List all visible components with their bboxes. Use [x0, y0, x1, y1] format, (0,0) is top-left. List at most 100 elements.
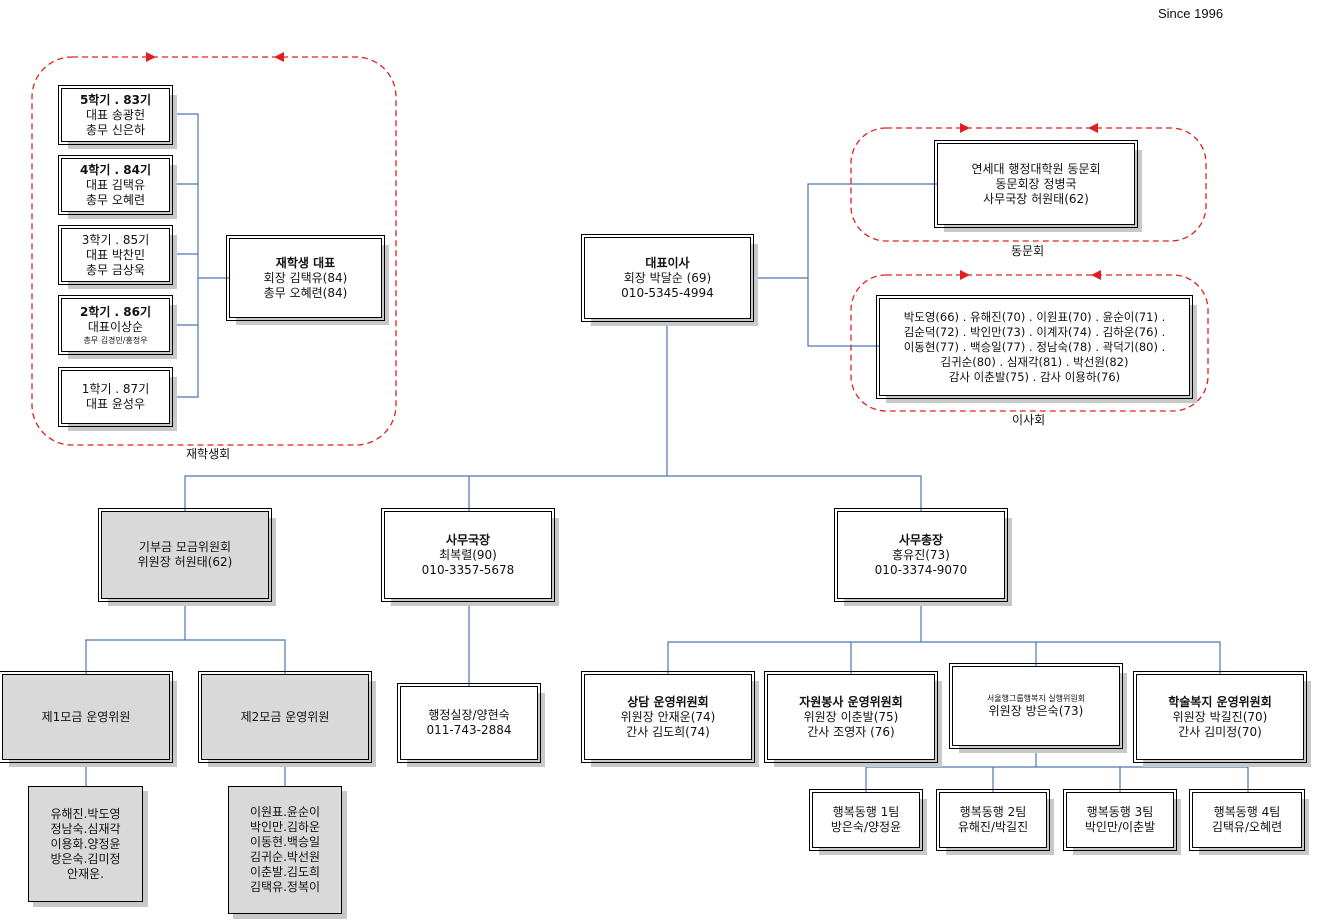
- secretary-general-office-box: 사무국장 최복렬(90) 010-3357-5678: [381, 508, 555, 602]
- admin-office-phone: 011-743-2884: [426, 723, 512, 737]
- member-line: 방은숙.김미정: [50, 851, 121, 866]
- board-box: 박도영(66) . 유해진(70) . 이원표(70) . 윤순이(71) . …: [876, 295, 1193, 399]
- donation-committee-chair: 위원장 허원태(62): [137, 555, 233, 569]
- member-line: 이춘발.김도희: [249, 865, 321, 879]
- semester-2-box: 2학기 . 86기 대표이상순 총무 김경민/홍정우: [58, 295, 173, 355]
- since-label: Since 1996: [1158, 6, 1224, 21]
- director-line: 김귀순(80) . 심재각(81) . 박선원(82): [940, 354, 1129, 369]
- arrow-right-icon: [960, 123, 970, 133]
- semester-secretary: 총무 신은하: [85, 122, 145, 137]
- committee-secretary: 간사 조영자 (76): [807, 724, 895, 739]
- member-line: 안재운.: [67, 866, 104, 881]
- fund1-box: 제1모금 운영위원: [0, 671, 173, 763]
- semester-secretary: 총무 금상욱: [85, 262, 145, 277]
- secgeneral-title: 사무총장: [898, 532, 944, 547]
- happy-companion-committee-box: 서울행그룹행복지 실행위원회 위원장 방은숙(73): [949, 663, 1123, 749]
- committee-chair: 위원장 이춘발(75): [803, 709, 899, 724]
- committee-chair: 위원장 방은숙(73): [988, 704, 1084, 718]
- board-group-frame: [850, 274, 1209, 412]
- semester-1-box: 1학기 . 87기 대표 윤성우: [58, 367, 173, 427]
- student-rep-secretary: 총무 오혜련(84): [263, 285, 348, 300]
- member-line: 유해진.박도영: [50, 806, 121, 821]
- secgeneral-name: 홍유진(73): [892, 547, 950, 562]
- member-line: 김택유.정복이: [249, 880, 321, 894]
- board-group-label: 이사회: [1012, 413, 1046, 427]
- team-members: 박인만/이춘발: [1084, 820, 1156, 834]
- auditor-line: 감사 이춘발(75) . 감사 이용하(76): [948, 369, 1121, 384]
- arrow-left-icon: [1088, 123, 1098, 133]
- member-line: 이원표.윤순이: [249, 805, 321, 819]
- team-members: 방은숙/양정윤: [830, 820, 902, 834]
- arrow-left-icon: [1091, 270, 1101, 280]
- team-name: 행복동행 3팀: [1086, 805, 1154, 819]
- ceo-phone: 010-5345-4994: [621, 285, 714, 300]
- ceo-box: 대표이사 회장 박달순 (69) 010-5345-4994: [581, 234, 754, 322]
- semester-rep: 대표이상순: [87, 319, 144, 334]
- alumni-org: 연세대 행정대학원 동문회: [971, 161, 1101, 176]
- counseling-committee-box: 상담 운영위원회 위원장 안재운(74) 간사 김도희(74): [581, 671, 755, 763]
- semester-title: 1학기 . 87기: [81, 382, 150, 396]
- secretary-phone: 010-3357-5678: [421, 562, 515, 577]
- committee-title: 학술복지 운영위원회: [1168, 694, 1272, 709]
- semester-rep: 대표 송광헌: [85, 107, 145, 122]
- director-line: 김순덕(72) . 박인만(73) . 이계자(74) . 김하운(76) .: [903, 324, 1166, 339]
- semester-5-box: 5학기 . 83기 대표 송광헌 총무 신은하: [58, 85, 173, 145]
- student-rep-box: 재학생 대표 회장 김택유(84) 총무 오혜련(84): [226, 235, 385, 321]
- academic-welfare-committee-box: 학술복지 운영위원회 위원장 박길진(70) 간사 김미정(70): [1133, 671, 1307, 763]
- semester-rep: 대표 김택유: [85, 177, 145, 192]
- ceo-title: 대표이사: [645, 255, 690, 270]
- semester-secretary: 총무 오혜련: [85, 192, 145, 207]
- member-line: 김귀순.박선원: [249, 850, 321, 864]
- arrow-left-icon: [274, 52, 284, 62]
- semester-title: 5학기 . 83기: [79, 92, 152, 107]
- student-rep-title: 재학생 대표: [275, 255, 336, 270]
- committee-chair: 위원장 안재운(74): [620, 709, 716, 724]
- volunteer-committee-box: 자원봉사 운영위원회 위원장 이춘발(75) 간사 조영자 (76): [764, 671, 938, 763]
- arrow-right-icon: [960, 270, 970, 280]
- donation-committee-name: 기부금 모금위원회: [138, 540, 232, 554]
- semester-secretary: 총무 김경민/홍정우: [83, 335, 148, 345]
- student-rep-president: 회장 김택유(84): [263, 270, 348, 285]
- team-name: 행복동행 1팀: [832, 805, 900, 819]
- fund2-box: 제2모금 운영위원: [198, 671, 372, 763]
- semester-rep: 대표 윤성우: [85, 397, 145, 411]
- semester-title: 3학기 . 85기: [81, 232, 150, 247]
- secretary-general-box: 사무총장 홍유진(73) 010-3374-9070: [834, 508, 1008, 602]
- director-line: 박도영(66) . 유해진(70) . 이원표(70) . 윤순이(71) .: [903, 309, 1166, 324]
- admin-office-head: 행정실장/양현숙: [428, 708, 510, 722]
- team-name: 행복동행 4팀: [1213, 805, 1281, 819]
- team-4-box: 행복동행 4팀 김택유/오혜련: [1189, 789, 1305, 851]
- director-line: 이동현(77) . 백승일(77) . 정남숙(78) . 곽덕기(80) .: [903, 339, 1166, 354]
- member-line: 이동현.백승일: [249, 835, 321, 849]
- arrow-right-icon: [146, 52, 156, 62]
- fund1-members-box: 유해진.박도영 정남숙.심재각 이용화.양정윤 방은숙.김미정 안재운.: [28, 786, 143, 902]
- ceo-name: 회장 박달순 (69): [623, 270, 712, 285]
- team-name: 행복동행 2팀: [959, 805, 1027, 819]
- donation-committee-box: 기부금 모금위원회 위원장 허원태(62): [98, 508, 272, 602]
- semester-4-box: 4학기 . 84기 대표 김택유 총무 오혜련: [58, 155, 173, 215]
- fund2-members-box: 이원표.윤순이 박인만.김하운 이동현.백승일 김귀순.박선원 이춘발.김도희 …: [228, 786, 342, 914]
- team-3-box: 행복동행 3팀 박인만/이춘발: [1063, 789, 1177, 851]
- committee-title: 자원봉사 운영위원회: [799, 694, 903, 709]
- semester-rep: 대표 박찬민: [85, 247, 145, 262]
- secretary-title: 사무국장: [445, 532, 491, 547]
- students-group-label: 재학생회: [186, 447, 231, 461]
- semester-title: 2학기 . 86기: [79, 304, 152, 319]
- team-members: 김택유/오혜련: [1211, 820, 1283, 834]
- semester-3-box: 3학기 . 85기 대표 박찬민 총무 금상욱: [58, 225, 173, 285]
- semester-title: 4학기 . 84기: [79, 162, 152, 177]
- committee-title: 상담 운영위원회: [627, 694, 709, 709]
- committee-secretary: 간사 김미정(70): [1178, 724, 1262, 739]
- team-members: 유해진/박길진: [957, 820, 1029, 834]
- committee-chair: 위원장 박길진(70): [1172, 709, 1268, 724]
- alumni-president: 동문회장 정병국: [995, 176, 1077, 191]
- committee-title: 서울행그룹행복지 실행위원회: [986, 694, 1086, 703]
- alumni-box: 연세대 행정대학원 동문회 동문회장 정병국 사무국장 허원태(62): [934, 140, 1138, 228]
- fund1-label: 제1모금 운영위원: [41, 709, 131, 724]
- member-line: 이용화.양정윤: [50, 836, 121, 851]
- admin-office-box: 행정실장/양현숙 011-743-2884: [397, 683, 541, 763]
- secgeneral-phone: 010-3374-9070: [874, 562, 968, 577]
- member-line: 정남숙.심재각: [50, 821, 121, 836]
